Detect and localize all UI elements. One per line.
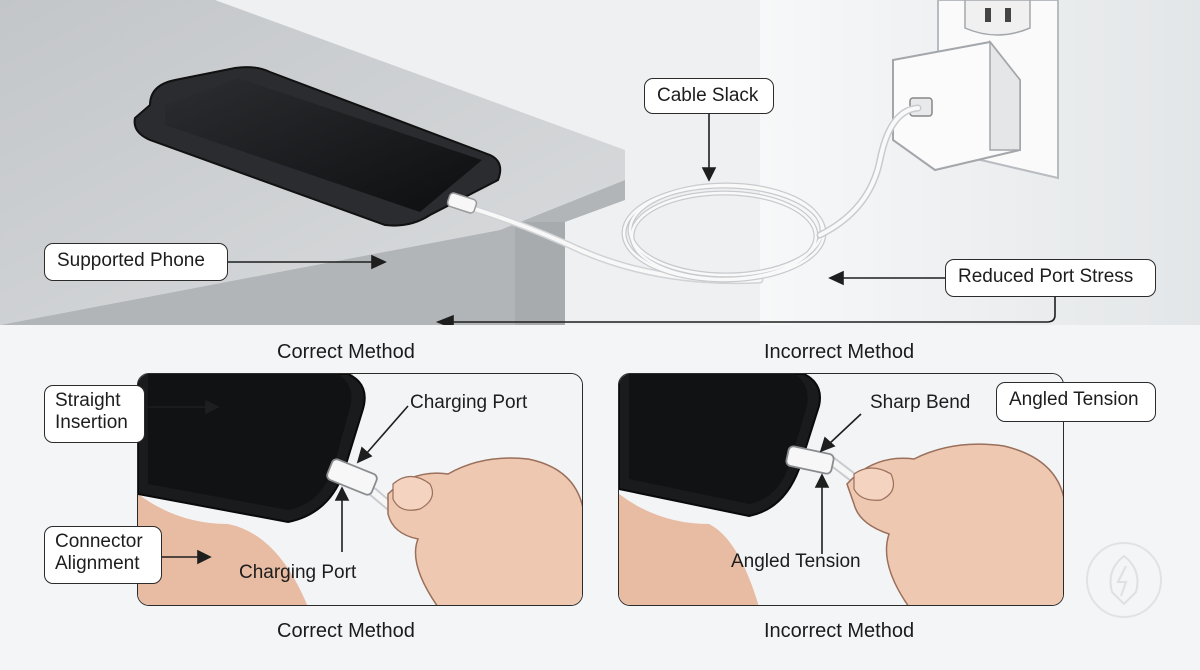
incorrect-arrows (814, 413, 862, 554)
correct-method-caption-top: Correct Method (277, 341, 415, 363)
angled-tension-label-box: Angled Tension (996, 382, 1156, 422)
cable-connector (446, 192, 478, 214)
usb-connector (785, 445, 835, 475)
connector-alignment-label: Connector Alignment (44, 526, 162, 584)
hand (846, 443, 1063, 605)
incorrect-method-panel (618, 373, 1064, 606)
callout-arrows (228, 112, 1056, 330)
palm (619, 494, 759, 605)
phone-on-table (133, 66, 502, 227)
hand (387, 457, 582, 605)
straight-insertion-label: Straight Insertion (44, 385, 145, 443)
correct-method-caption-bottom: Correct Method (277, 620, 415, 642)
incorrect-illustration (619, 374, 1063, 605)
reduced-port-stress-label: Reduced Port Stress (945, 259, 1156, 297)
power-adapter-side (989, 39, 1021, 151)
supported-phone-label: Supported Phone (44, 243, 228, 281)
outlet-slot (985, 8, 991, 22)
correct-illustration (138, 374, 582, 605)
thumb (392, 475, 433, 511)
palm (138, 494, 308, 605)
incorrect-method-caption-bottom: Incorrect Method (764, 620, 915, 642)
outlet-slot (1005, 8, 1011, 22)
correct-arrows (146, 399, 409, 565)
correct-method-panel (137, 373, 583, 606)
charging-port-label-bottom: Charging Port (239, 562, 357, 583)
usb-connector (326, 458, 378, 496)
charging-port-label-top: Charging Port (410, 392, 528, 413)
angled-tension-label-bottom: Angled Tension (731, 551, 861, 572)
table-edge (0, 180, 625, 325)
incorrect-method-caption-top: Incorrect Method (764, 341, 915, 363)
sharp-bend-label: Sharp Bend (870, 392, 971, 413)
thumb (853, 467, 894, 501)
cable-slack-label: Cable Slack (644, 78, 774, 114)
outlet-socket (964, 0, 1031, 36)
watermark-logo (1086, 542, 1162, 618)
